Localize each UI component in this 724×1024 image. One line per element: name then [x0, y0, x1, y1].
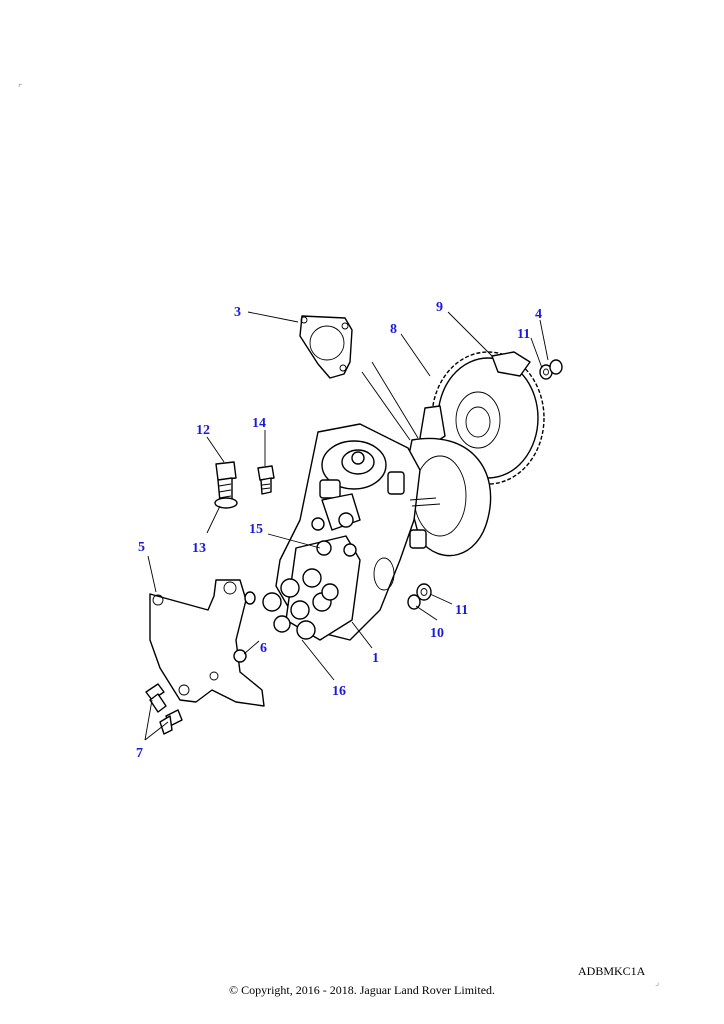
- callout-1[interactable]: 1: [372, 651, 379, 666]
- callout-6[interactable]: 6: [260, 641, 267, 656]
- gasket-part: [299, 315, 353, 379]
- banjo-bolt-part: [214, 461, 238, 509]
- callout-4[interactable]: 4: [535, 307, 542, 322]
- callout-8[interactable]: 8: [390, 322, 397, 337]
- callout-12[interactable]: 12: [196, 423, 210, 438]
- callout-10[interactable]: 10: [430, 626, 444, 641]
- callout-14[interactable]: 14: [252, 416, 266, 431]
- leader-lines: [144, 311, 549, 741]
- corner-mark: ⌟: [655, 978, 660, 988]
- callout-9[interactable]: 9: [436, 300, 443, 315]
- callout-15[interactable]: 15: [249, 522, 263, 537]
- callout-3[interactable]: 3: [234, 305, 241, 320]
- bolt-part: [257, 465, 275, 495]
- injection-pump-body-part: [262, 423, 441, 641]
- bracket-bolts-part: [145, 683, 183, 735]
- diagram-code: ADBMKC1A: [578, 964, 646, 978]
- callout-13[interactable]: 13: [192, 541, 206, 556]
- support-bracket-part: [149, 579, 265, 707]
- pump-flange-part: [361, 361, 492, 557]
- callout-5[interactable]: 5: [138, 540, 145, 555]
- corner-mark: ⌜: [18, 84, 23, 94]
- callout-16[interactable]: 16: [332, 684, 346, 699]
- nut-washer-part: [407, 583, 432, 610]
- hub-plate-part: [491, 351, 563, 380]
- callout-11-nut[interactable]: 11: [455, 603, 468, 618]
- copyright-notice: © Copyright, 2016 - 2018. Jaguar Land Ro…: [228, 983, 496, 997]
- callout-11-hub[interactable]: 11: [517, 327, 530, 342]
- callout-7[interactable]: 7: [136, 746, 143, 761]
